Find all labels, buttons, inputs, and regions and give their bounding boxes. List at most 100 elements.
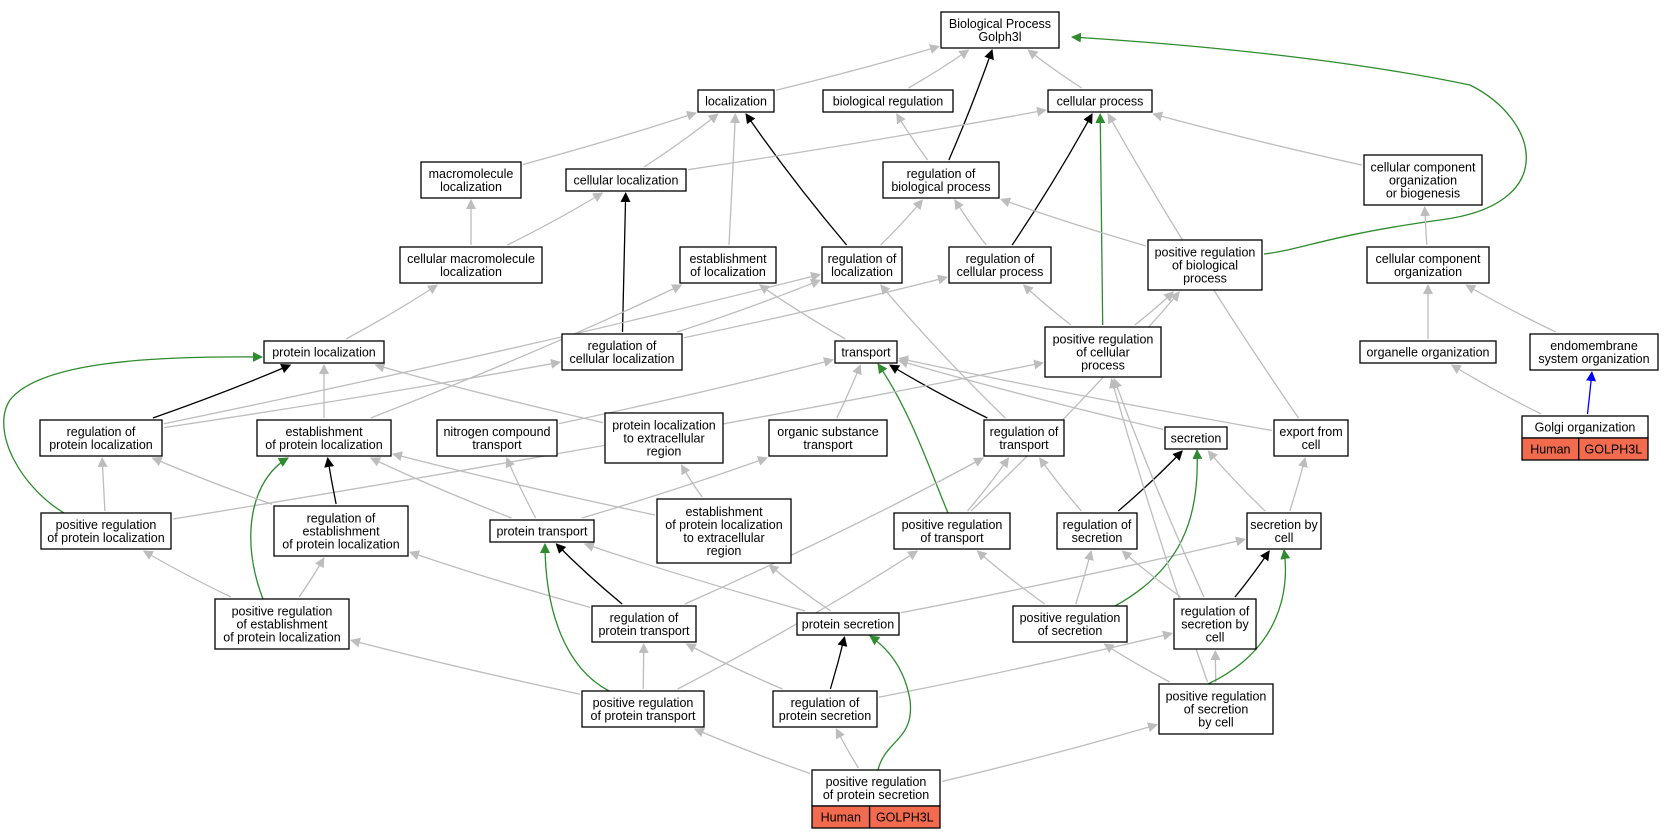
term-box <box>581 690 705 728</box>
edge-line <box>374 362 604 424</box>
edge-is-a <box>728 113 740 246</box>
term-label-line: positive regulation <box>232 605 333 619</box>
edge-line <box>954 199 987 246</box>
edge-is-a <box>1134 291 1175 326</box>
edge-is-a <box>522 110 697 166</box>
edge-is-a <box>1152 111 1363 166</box>
go-term-golgi[interactable]: Golgi organization <box>1521 415 1649 439</box>
term-label-line: regulation of <box>990 425 1059 439</box>
term-box <box>1246 512 1322 550</box>
edge-line <box>835 728 859 769</box>
edge-is-a <box>163 358 561 429</box>
term-label-line: cellular process <box>1057 95 1144 109</box>
term-box <box>1044 326 1162 378</box>
go-term-cellproc[interactable]: cellular process <box>1047 89 1153 113</box>
term-label-line: process <box>1183 272 1227 286</box>
edge-line <box>1075 550 1094 605</box>
term-label-line: of protein localization <box>223 631 340 645</box>
go-term-cellloc[interactable]: cellular localization <box>565 168 687 192</box>
edge-line <box>1011 113 1093 246</box>
term-box <box>263 340 385 364</box>
edge-line <box>638 643 649 690</box>
edge-positively-regulates <box>1207 549 1291 685</box>
go-term-prottransport[interactable]: protein transport <box>489 519 595 543</box>
edge-line <box>880 199 924 246</box>
term-box <box>811 769 941 807</box>
edge-is-a <box>1039 457 1082 512</box>
term-label-line: of establishment <box>236 618 328 632</box>
edge-line <box>676 278 821 333</box>
go-term-organelle[interactable]: organelle organization <box>1359 340 1497 364</box>
edge-is-a <box>369 457 512 519</box>
go-term-localization[interactable]: localization <box>697 89 775 113</box>
term-box <box>604 412 724 464</box>
term-label-line: system organization <box>1538 352 1649 366</box>
edge-is-a <box>1465 284 1557 333</box>
go-term-transport[interactable]: transport <box>834 340 898 364</box>
edge-positively-regulates <box>1071 32 1527 255</box>
term-label-line: biological regulation <box>833 95 944 109</box>
go-term-bioreg[interactable]: biological regulation <box>822 89 954 113</box>
term-box <box>420 161 522 199</box>
edge-is-a <box>676 278 821 333</box>
term-label-line: transport <box>472 438 522 452</box>
edge-line <box>836 364 862 419</box>
term-label-line: protein localization <box>272 346 376 360</box>
edge-line <box>896 113 929 161</box>
edge-is-a <box>967 457 1010 512</box>
go-term-protloc[interactable]: protein localization <box>263 340 385 364</box>
edge-line <box>1071 32 1527 255</box>
term-box <box>489 519 595 543</box>
edge-line <box>877 363 949 514</box>
term-box <box>1363 154 1483 206</box>
edge-line <box>768 564 832 612</box>
edge-regulates <box>555 543 623 605</box>
go-term-protsecretion[interactable]: protein secretion <box>796 612 900 636</box>
term-label-line: transport <box>803 438 853 452</box>
edge-is-a <box>687 106 1047 171</box>
edge-regulates <box>829 636 848 690</box>
term-box <box>591 605 697 643</box>
term-box <box>834 340 898 364</box>
term-box <box>214 598 350 650</box>
gene-label: GOLPH3L <box>1585 443 1643 457</box>
edge-line <box>643 113 719 168</box>
edge-line <box>1420 206 1431 246</box>
go-term-secretion[interactable]: secretion <box>1164 426 1228 450</box>
edge-is-a <box>898 355 1273 432</box>
